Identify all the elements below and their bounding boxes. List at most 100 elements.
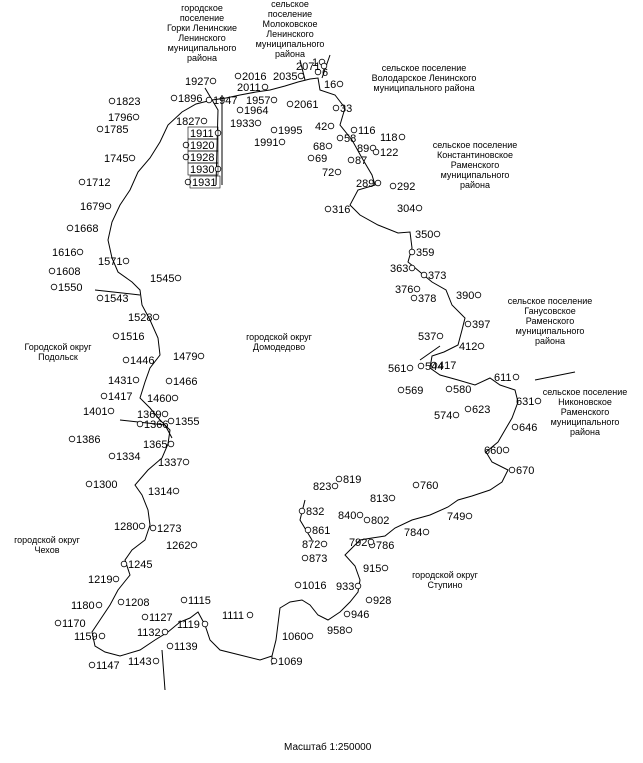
- point-marker: [301, 554, 309, 562]
- point-marker: [534, 397, 542, 405]
- point-label: 1823: [116, 96, 140, 108]
- point-marker: [182, 458, 190, 466]
- point-label: 1679: [80, 201, 104, 213]
- point-label: 1016: [302, 580, 326, 592]
- boundary-branch: [204, 87, 219, 186]
- point-label: 873: [309, 553, 327, 565]
- point-label: 1957: [246, 95, 270, 107]
- point-marker: [511, 423, 519, 431]
- point-marker: [477, 342, 485, 350]
- point-marker: [512, 373, 520, 381]
- point-label: 1069: [278, 656, 302, 668]
- point-marker: [306, 632, 314, 640]
- point-label: 33: [340, 103, 352, 115]
- point-marker: [422, 528, 430, 536]
- point-marker: [138, 522, 146, 530]
- point-label: 1964: [244, 105, 268, 117]
- point-label: 16: [324, 79, 336, 91]
- point-label: 1127: [149, 612, 173, 624]
- point-label: 1366: [144, 419, 168, 431]
- point-marker: [68, 435, 76, 443]
- point-marker: [298, 507, 306, 515]
- point-marker: [96, 125, 104, 133]
- point-marker: [464, 405, 472, 413]
- point-label: 784: [404, 527, 422, 539]
- point-marker: [78, 178, 86, 186]
- point-label: 72: [322, 167, 334, 179]
- point-label: 786: [376, 540, 394, 552]
- point-label: 1466: [173, 376, 197, 388]
- point-label: 2035: [273, 71, 297, 83]
- point-label: 1337: [158, 457, 182, 469]
- point-label: 1616: [52, 247, 76, 259]
- point-marker: [320, 62, 328, 70]
- point-label: 1147: [96, 660, 120, 672]
- point-marker: [117, 598, 125, 606]
- boundary-branch: [161, 649, 166, 691]
- point-label-box: [187, 162, 219, 176]
- point-label: 760: [420, 480, 438, 492]
- point-marker: [335, 475, 343, 483]
- point-label: 122: [380, 147, 398, 159]
- point-label: 58: [344, 133, 356, 145]
- point-label: 1170: [62, 618, 86, 630]
- point-marker: [136, 420, 144, 428]
- point-marker: [190, 541, 198, 549]
- point-marker: [171, 394, 179, 402]
- point-marker: [76, 248, 84, 256]
- point-label: 1550: [58, 282, 82, 294]
- point-marker: [180, 596, 188, 604]
- point-marker: [236, 106, 244, 114]
- point-marker: [465, 512, 473, 520]
- point-marker: [205, 96, 213, 104]
- point-label: 1460: [147, 393, 171, 405]
- point-marker: [474, 291, 482, 299]
- point-label-box: [189, 175, 221, 189]
- point-marker: [96, 294, 104, 302]
- point-marker: [132, 376, 140, 384]
- point-label: 1143: [128, 656, 152, 668]
- point-marker: [417, 362, 425, 370]
- point-label: 69: [315, 153, 327, 165]
- point-label: 390: [456, 290, 474, 302]
- point-marker: [445, 385, 453, 393]
- point-marker: [336, 80, 344, 88]
- boundary-branch: [119, 419, 173, 439]
- point-label: 802: [371, 515, 389, 527]
- point-marker: [412, 481, 420, 489]
- point-marker: [122, 356, 130, 364]
- point-label: 1431: [108, 375, 132, 387]
- point-marker: [270, 126, 278, 134]
- point-label: 116: [358, 125, 376, 137]
- point-label: 1180: [71, 600, 95, 612]
- point-marker: [100, 392, 108, 400]
- point-marker: [170, 94, 178, 102]
- point-marker: [182, 141, 190, 149]
- point-marker: [122, 257, 130, 265]
- point-marker: [436, 332, 444, 340]
- point-label: 1528: [128, 312, 152, 324]
- point-marker: [363, 516, 371, 524]
- point-label: 660: [484, 445, 502, 457]
- point-marker: [464, 320, 472, 328]
- point-marker: [85, 480, 93, 488]
- point-marker: [324, 205, 332, 213]
- point-label: 1911: [190, 128, 214, 140]
- point-label: 1995: [278, 125, 302, 137]
- point-label: 1796: [108, 112, 132, 124]
- point-label: 397: [472, 319, 490, 331]
- point-label: 574: [434, 410, 452, 422]
- point-marker: [398, 133, 406, 141]
- point-marker: [112, 332, 120, 340]
- point-marker: [161, 410, 169, 418]
- point-label: 118: [380, 132, 398, 144]
- point-label: 1: [312, 57, 318, 69]
- boundary-line: [91, 77, 519, 661]
- point-label: 2016: [242, 71, 266, 83]
- point-label: 1991: [254, 137, 278, 149]
- point-marker: [167, 440, 175, 448]
